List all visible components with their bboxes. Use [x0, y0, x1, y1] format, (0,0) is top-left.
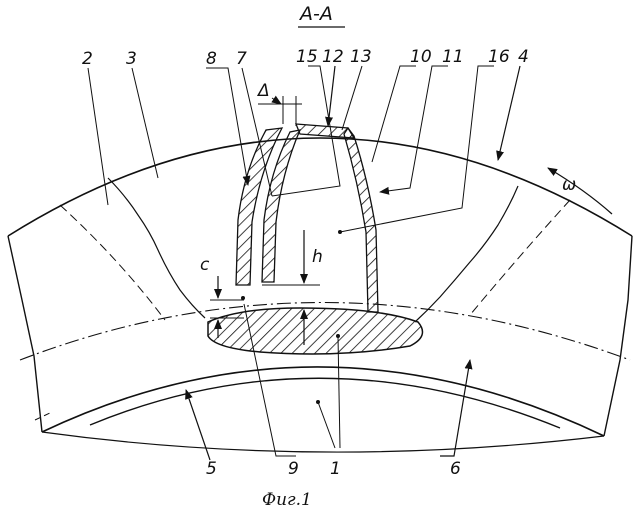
- leader-11: [380, 66, 448, 192]
- hatched-block: [208, 308, 423, 354]
- label-c: c: [200, 255, 210, 275]
- leader-6: [440, 360, 470, 456]
- outer-contour: [8, 138, 632, 236]
- leader-5: [186, 390, 210, 460]
- right-end-contour: [604, 236, 632, 436]
- leader-10: [372, 66, 416, 162]
- label-5: 5: [206, 459, 217, 479]
- label-10: 10: [410, 47, 432, 67]
- right-blade-wall: [344, 128, 378, 312]
- point-9: [241, 296, 245, 300]
- point-16: [338, 230, 342, 234]
- leader-2: [88, 68, 108, 205]
- bottom-contour: [42, 432, 604, 452]
- point-1a: [316, 400, 320, 404]
- label-3: 3: [126, 49, 137, 69]
- leader-12: [328, 66, 335, 126]
- label-13: 13: [350, 47, 372, 67]
- point-1b: [336, 334, 340, 338]
- right-wavy-boundary: [415, 186, 518, 322]
- label-6: 6: [450, 459, 461, 479]
- label-11: 11: [442, 47, 464, 67]
- label-h: h: [312, 247, 323, 267]
- leader-13: [342, 66, 362, 130]
- label-16: 16: [488, 47, 510, 67]
- label-8: 8: [206, 49, 217, 69]
- label-omega: ω: [562, 175, 576, 195]
- left-wavy-boundary: [108, 178, 205, 318]
- right-dashed-radial: [470, 200, 570, 315]
- leader-4: [498, 66, 520, 160]
- label-15: 15: [296, 47, 318, 67]
- rotation-arrow: [548, 168, 612, 214]
- delta-arrow-left: [272, 98, 281, 104]
- leader-1a: [318, 402, 335, 448]
- label-4: 4: [518, 47, 529, 67]
- label-12: 12: [322, 47, 344, 67]
- left-dashed-radial: [60, 205, 165, 320]
- label-1: 1: [330, 459, 341, 479]
- figure-caption: Фиг.1: [262, 490, 312, 510]
- left-end-contour: [8, 236, 42, 432]
- left-dashed-radial-lower: [35, 412, 52, 420]
- leader-3: [132, 68, 158, 178]
- label-7: 7: [236, 49, 247, 69]
- label-delta: Δ: [256, 81, 270, 101]
- leader-8: [206, 68, 248, 185]
- inner-contour: [42, 367, 604, 436]
- label-2: 2: [82, 49, 93, 69]
- label-9: 9: [288, 459, 299, 479]
- section-title: A-A: [298, 3, 333, 25]
